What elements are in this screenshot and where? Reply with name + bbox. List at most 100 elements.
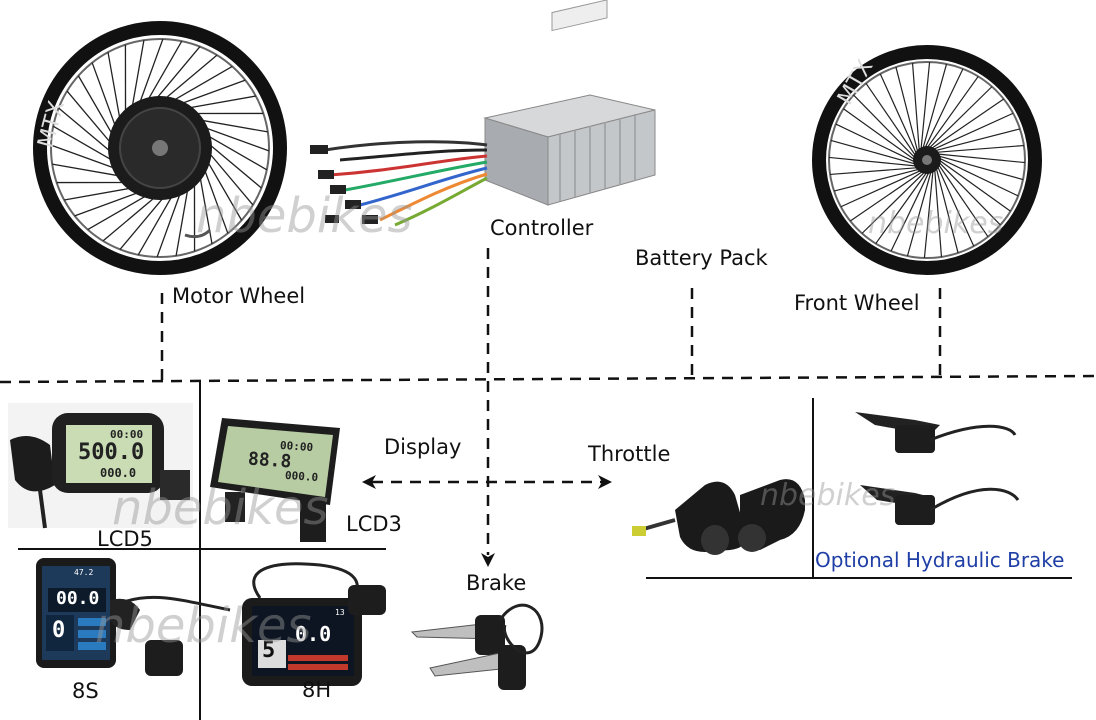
spoke	[835, 123, 916, 163]
spoke	[930, 98, 1005, 150]
spoke	[934, 169, 943, 257]
spoke	[156, 186, 184, 258]
connector-lines	[0, 248, 1096, 555]
watermark: nbebikes	[95, 598, 312, 654]
spoke	[198, 124, 270, 152]
spoke	[828, 156, 917, 167]
spoke	[924, 68, 964, 149]
spoke	[906, 171, 932, 257]
spoke	[175, 79, 246, 107]
spoke	[203, 139, 262, 189]
controller-label: Controller	[490, 216, 594, 240]
lcd5-label: LCD5	[97, 527, 153, 551]
lcd5-bottom-readout: 000.0	[100, 466, 137, 480]
spoke	[875, 171, 928, 244]
brake-levers	[410, 603, 544, 690]
spoke	[936, 144, 1024, 153]
spoke	[175, 182, 190, 256]
spoke	[151, 46, 201, 105]
motor-wheel	[33, 21, 287, 275]
spoke	[935, 167, 959, 254]
spoke	[853, 94, 916, 159]
battery-pack-label: Battery Pack	[635, 246, 768, 270]
8s-label: 8S	[72, 679, 99, 703]
8h-display	[242, 562, 386, 686]
spoke	[159, 54, 218, 104]
spoke	[879, 73, 918, 155]
lcd3-label: LCD3	[346, 512, 402, 536]
spoke	[920, 61, 931, 150]
spoke	[849, 170, 924, 222]
brake-label: Brake	[466, 571, 527, 595]
motor-wheel-label: Motor Wheel	[172, 284, 306, 308]
8s-pas-readout: 0	[52, 618, 66, 643]
watermark: nbebikes	[112, 480, 329, 536]
display-grid	[18, 380, 1072, 720]
spoke	[843, 108, 916, 161]
spoke	[938, 161, 1001, 226]
throttle-grip	[632, 479, 805, 555]
spoke	[861, 171, 926, 234]
spoke	[865, 82, 917, 157]
spoke	[922, 63, 948, 149]
8h-label: 8H	[302, 678, 332, 702]
spoke	[91, 62, 119, 133]
front-wheel-label: Front Wheel	[794, 291, 920, 315]
optional-hydraulic-brake-label: Optional Hydraulic Brake	[815, 548, 1065, 572]
8s-display	[36, 558, 231, 676]
8h-top-readout: 13	[335, 608, 345, 617]
spoke	[890, 171, 930, 252]
spoke	[194, 118, 268, 133]
spoke	[204, 147, 254, 206]
spoke	[911, 63, 920, 151]
spoke	[77, 75, 117, 141]
spoke	[52, 163, 126, 178]
spoke	[932, 112, 1014, 151]
throttle-label: Throttle	[588, 442, 671, 466]
8s-top-readout: 47.2	[74, 568, 94, 577]
spoke	[938, 155, 1024, 181]
spoke	[50, 144, 122, 172]
spoke	[136, 38, 164, 110]
spoke	[830, 139, 916, 165]
spoke	[938, 157, 1019, 197]
spoke	[107, 52, 122, 126]
spoke	[201, 132, 268, 171]
8h-pas-readout: 5	[262, 638, 276, 663]
hydraulic-brakes	[855, 412, 1020, 525]
lcd3-display	[210, 418, 340, 542]
spoke	[102, 192, 161, 242]
8h-speed-readout: 0.0	[295, 622, 332, 646]
lcd5-mid-readout: 500.0	[78, 440, 145, 465]
spoke	[64, 186, 138, 201]
spoke	[182, 95, 256, 110]
controller-unit	[310, 0, 656, 227]
lcd5-display	[8, 403, 193, 529]
spoke	[137, 189, 176, 256]
display-label: Display	[384, 435, 462, 459]
spoke	[937, 153, 1026, 164]
spoke	[934, 128, 1021, 152]
spoke	[938, 159, 1011, 212]
spoke	[937, 163, 989, 238]
spoke	[201, 163, 229, 234]
lcd5-top-readout: 00:00	[110, 428, 144, 441]
arrow-heads	[362, 475, 612, 567]
spoke	[895, 66, 919, 153]
front-wheel	[812, 45, 1042, 275]
spoke	[74, 189, 145, 217]
spoke	[52, 125, 119, 164]
spoke	[119, 191, 169, 250]
spoke	[144, 40, 183, 107]
spoke	[167, 65, 233, 105]
spoke	[936, 165, 975, 247]
watermark: nbebikes	[868, 206, 1004, 241]
watermark: nbebikes	[196, 188, 413, 244]
spoke	[130, 40, 145, 114]
spoke	[923, 170, 934, 259]
spoke	[203, 155, 243, 221]
spoke	[833, 168, 920, 192]
spoke	[840, 169, 922, 208]
8s-speed-readout: 00.0	[56, 588, 100, 609]
